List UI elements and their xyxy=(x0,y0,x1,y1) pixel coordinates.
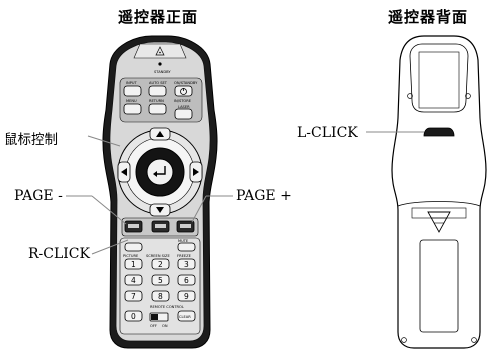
autoset-button xyxy=(148,85,167,97)
key-5: 5 xyxy=(158,276,163,285)
onstandby-btn-label: ON/STANDBY xyxy=(174,81,198,85)
switch-on-label: ON xyxy=(162,324,168,328)
clear-label: CLEAR xyxy=(179,315,191,319)
key-8: 8 xyxy=(158,292,163,301)
top-button-block: INPUT AUTO SET ON/STANDBY MENU RETURN IN… xyxy=(119,77,203,123)
freeze-label: FREEZE xyxy=(177,254,192,258)
key-4: 4 xyxy=(131,276,136,285)
page-down-label: PAGE - xyxy=(14,188,63,204)
power-icon xyxy=(180,88,187,95)
arrow-up-icon xyxy=(156,131,164,137)
switch-off-label: OFF xyxy=(150,324,157,328)
laser-btn-label: LASER xyxy=(178,105,190,109)
arrow-left-icon xyxy=(121,168,127,176)
mute-label: MUTE xyxy=(178,239,189,243)
page-up-label: PAGE + xyxy=(236,188,292,204)
key-2: 2 xyxy=(158,260,163,269)
left-click-trigger xyxy=(423,127,455,137)
left-click-label: L-CLICK xyxy=(297,125,358,141)
arrow-right-icon xyxy=(193,168,199,176)
ir-window xyxy=(133,43,187,59)
menu-btn-label: MENU xyxy=(126,99,137,103)
front-remote: STANDBY INPUT AUTO SET ON/STANDBY MENU R… xyxy=(102,35,218,349)
remote-control-label: REMOTE CONTROL xyxy=(150,305,184,309)
svg-text:STANDBY: STANDBY xyxy=(154,70,171,74)
picture-label: PICTURE xyxy=(123,254,139,258)
key-0: 0 xyxy=(131,312,136,321)
input-button xyxy=(123,85,142,97)
key-1: 1 xyxy=(131,260,136,269)
front-view-title: 遥控器正面 xyxy=(118,8,199,26)
input-btn-label: INPUT xyxy=(126,81,138,85)
enter-icon xyxy=(153,166,166,177)
number-pad: MUTE PICTURE SCREEN SIZE FREEZE 1 2 3 4 … xyxy=(119,237,201,335)
battery-cover-arrow-icon xyxy=(427,211,451,233)
page-button-row xyxy=(121,217,199,237)
right-click-label: R-CLICK xyxy=(28,246,90,262)
key-3: 3 xyxy=(184,260,189,269)
key-6: 6 xyxy=(184,276,189,285)
front-callout-lines xyxy=(66,135,233,255)
laser-warning-icon xyxy=(155,46,165,56)
instore-btn-label: IN/STORE xyxy=(174,99,192,103)
autoset-btn-label: AUTO SET xyxy=(149,81,168,85)
back-view-title: 遥控器背面 xyxy=(388,8,469,26)
key-7: 7 xyxy=(131,292,136,301)
mouse-control-label: 鼠标控制 xyxy=(4,132,58,148)
screensize-label: SCREEN SIZE xyxy=(146,254,170,258)
arrow-down-icon xyxy=(156,207,164,213)
back-remote xyxy=(391,35,487,349)
battery-cover xyxy=(419,239,459,333)
key-9: 9 xyxy=(184,292,189,301)
return-btn-label: RETURN xyxy=(149,99,164,103)
mouse-dpad xyxy=(117,127,203,217)
